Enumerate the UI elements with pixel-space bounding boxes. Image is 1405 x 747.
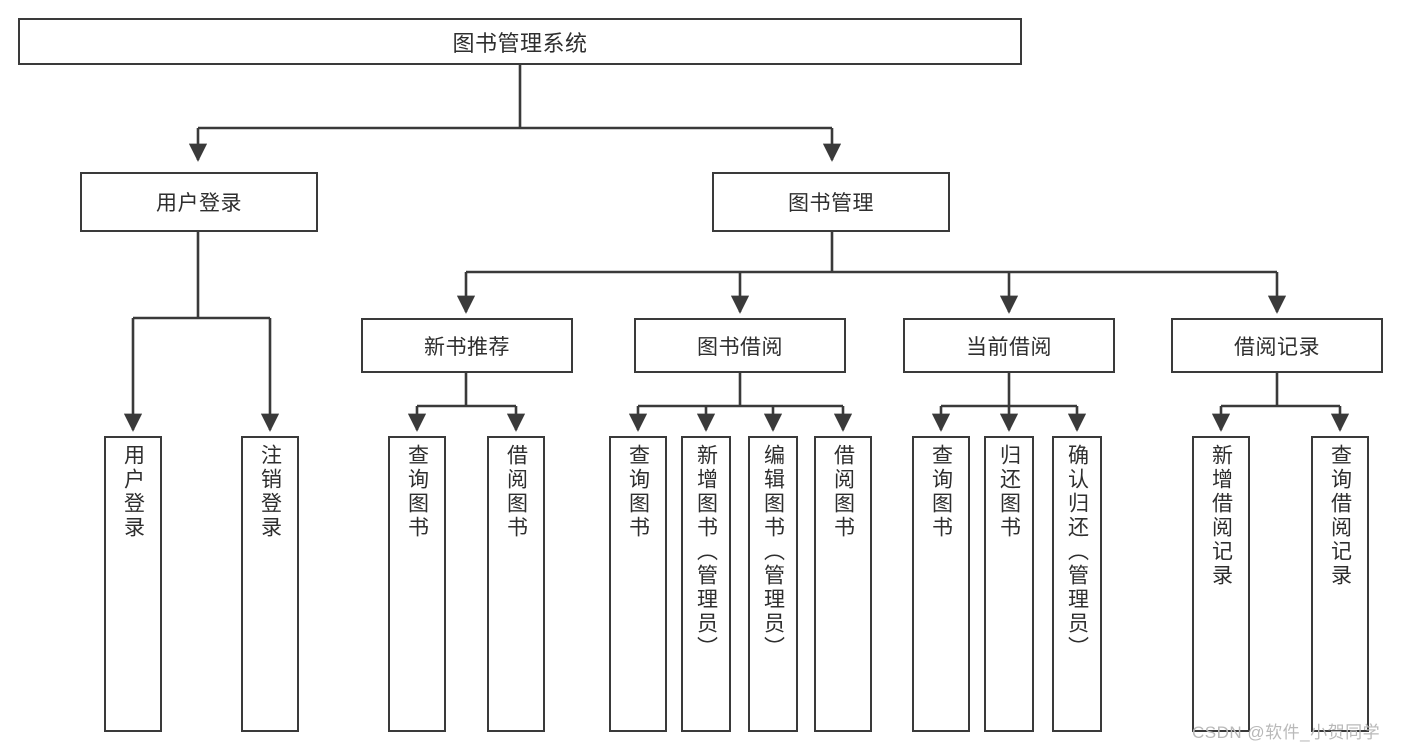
node-root-system[interactable]: 图书管理系统 bbox=[18, 18, 1022, 65]
node-label: 查询图书 bbox=[929, 444, 953, 540]
csdn-watermark: CSDN @软件_小贺同学 bbox=[1192, 723, 1381, 742]
leaf-current-query-book[interactable]: 查询图书 bbox=[912, 436, 970, 732]
node-label: 借阅记录 bbox=[1234, 335, 1320, 359]
node-label: 查询图书 bbox=[626, 444, 650, 540]
leaf-borrow-borrow-book[interactable]: 借阅图书 bbox=[814, 436, 872, 732]
leaf-user-login-signout[interactable]: 注销登录 bbox=[241, 436, 299, 732]
leaf-borrow-edit-book[interactable]: 编辑图书（管理员） bbox=[748, 436, 798, 732]
node-label: 查询图书 bbox=[405, 444, 429, 540]
leaf-recommend-borrow-book[interactable]: 借阅图书 bbox=[487, 436, 545, 732]
node-label: 用户登录 bbox=[156, 192, 242, 215]
node-label: 借阅图书 bbox=[831, 444, 855, 540]
leaf-user-login-signin[interactable]: 用户登录 bbox=[104, 436, 162, 732]
node-book-management[interactable]: 图书管理 bbox=[712, 172, 950, 232]
node-label: 用户登录 bbox=[121, 444, 145, 540]
leaf-record-query-record[interactable]: 查询借阅记录 bbox=[1311, 436, 1369, 732]
node-label: 当前借阅 bbox=[966, 335, 1052, 359]
node-label: 编辑图书（管理员） bbox=[761, 444, 785, 660]
leaf-record-add-record[interactable]: 新增借阅记录 bbox=[1192, 436, 1250, 732]
leaf-borrow-add-book[interactable]: 新增图书（管理员） bbox=[681, 436, 731, 732]
node-label: 图书管理 bbox=[788, 192, 874, 215]
node-label: 归还图书 bbox=[997, 444, 1021, 540]
node-label: 新增图书（管理员） bbox=[694, 444, 718, 660]
node-label: 新书推荐 bbox=[424, 335, 510, 359]
node-new-book-recommend[interactable]: 新书推荐 bbox=[361, 318, 573, 373]
node-label: 确认归还（管理员） bbox=[1065, 444, 1089, 660]
node-label: 借阅图书 bbox=[504, 444, 528, 540]
leaf-current-return-book[interactable]: 归还图书 bbox=[984, 436, 1034, 732]
node-label: 图书借阅 bbox=[697, 335, 783, 359]
leaf-recommend-query-book[interactable]: 查询图书 bbox=[388, 436, 446, 732]
leaf-current-confirm-return[interactable]: 确认归还（管理员） bbox=[1052, 436, 1102, 732]
leaf-borrow-query-book[interactable]: 查询图书 bbox=[609, 436, 667, 732]
node-book-borrow[interactable]: 图书借阅 bbox=[634, 318, 846, 373]
node-label: 注销登录 bbox=[258, 444, 282, 540]
node-current-borrow[interactable]: 当前借阅 bbox=[903, 318, 1115, 373]
node-user-login[interactable]: 用户登录 bbox=[80, 172, 318, 232]
node-label: 查询借阅记录 bbox=[1328, 444, 1352, 588]
node-borrow-record[interactable]: 借阅记录 bbox=[1171, 318, 1383, 373]
node-label: 新增借阅记录 bbox=[1209, 444, 1233, 588]
node-label: 图书管理系统 bbox=[452, 30, 588, 56]
